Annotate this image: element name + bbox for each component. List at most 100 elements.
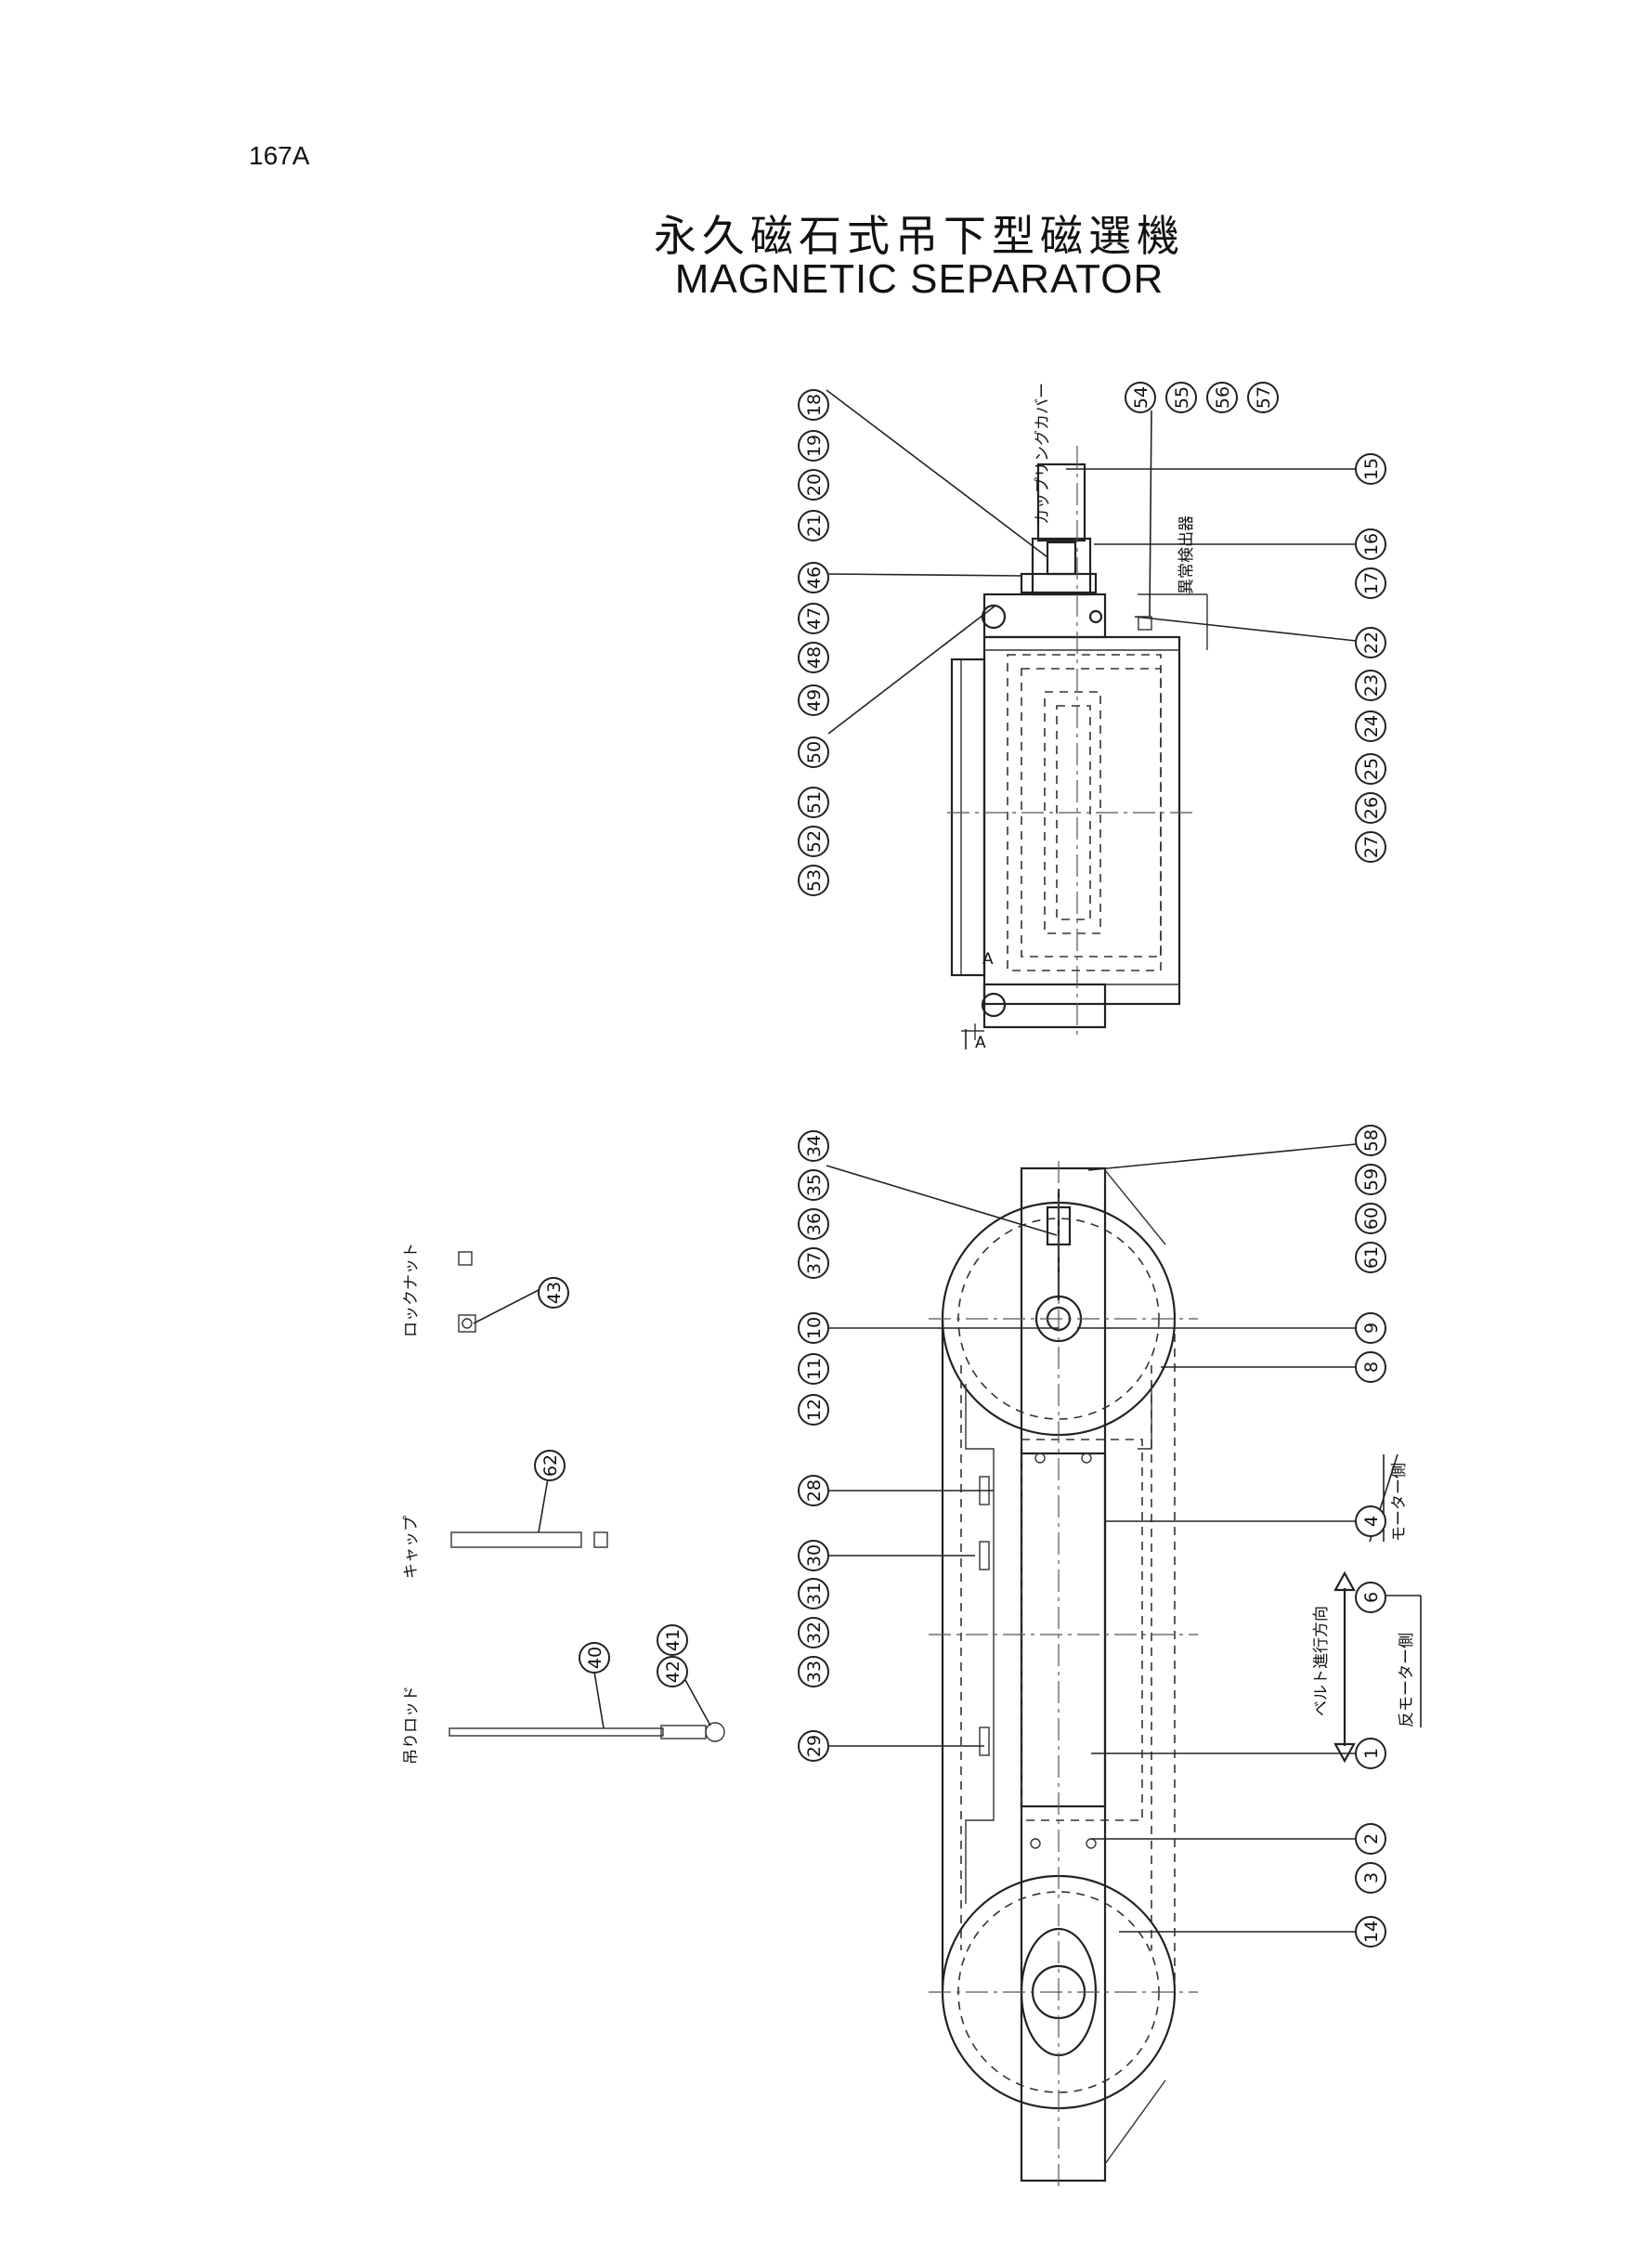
callout-36 bbox=[798, 1208, 829, 1240]
section-mark: A bbox=[982, 950, 994, 969]
svg-text:57: 57 bbox=[1254, 386, 1274, 409]
main-view-drawing: ベルト進行方向 モーター側 反モーター側 bbox=[826, 1143, 1422, 2192]
svg-text:41: 41 bbox=[663, 1629, 683, 1651]
callout-24 bbox=[1355, 710, 1386, 742]
svg-text:62: 62 bbox=[540, 1454, 561, 1477]
callout-14 bbox=[1355, 1916, 1386, 1948]
callout-40 bbox=[579, 1642, 610, 1674]
svg-text:52: 52 bbox=[804, 830, 825, 853]
bearing-hole-left bbox=[981, 604, 1007, 630]
main-beam bbox=[1020, 1166, 1107, 2182]
callout-29 bbox=[798, 1730, 829, 1762]
svg-text:30: 30 bbox=[804, 1544, 825, 1567]
callout-6 bbox=[1355, 1582, 1386, 1613]
magnet-box bbox=[1020, 1452, 1107, 1808]
section-mark-bottom: A bbox=[975, 1034, 986, 1052]
callout-51 bbox=[798, 787, 829, 818]
callout-2 bbox=[1355, 1823, 1386, 1855]
callout-55 bbox=[1165, 382, 1197, 413]
svg-text:42: 42 bbox=[663, 1661, 683, 1683]
callout-8 bbox=[1355, 1351, 1386, 1383]
svg-text:25: 25 bbox=[1361, 758, 1382, 780]
svg-text:16: 16 bbox=[1361, 533, 1382, 555]
svg-text:49: 49 bbox=[804, 689, 825, 711]
svg-text:18: 18 bbox=[804, 394, 825, 416]
cap-rod bbox=[450, 1531, 582, 1548]
callout-15 bbox=[1355, 453, 1386, 485]
callout-27 bbox=[1355, 831, 1386, 863]
svg-text:15: 15 bbox=[1361, 458, 1382, 480]
callout-25 bbox=[1355, 753, 1386, 785]
callout-21 bbox=[798, 510, 829, 541]
svg-text:17: 17 bbox=[1361, 572, 1382, 594]
svg-text:48: 48 bbox=[804, 646, 825, 669]
callout-20 bbox=[798, 469, 829, 501]
callout-54 bbox=[1125, 382, 1156, 413]
svg-text:58: 58 bbox=[1361, 1129, 1382, 1152]
callout-50 bbox=[798, 736, 829, 768]
svg-text:59: 59 bbox=[1361, 1168, 1382, 1191]
callout-49 bbox=[798, 684, 829, 716]
svg-text:56: 56 bbox=[1213, 386, 1233, 409]
label-rod: 吊りロッド bbox=[402, 1686, 421, 1765]
note-detector: 異常検出器 bbox=[1177, 515, 1196, 594]
svg-text:54: 54 bbox=[1131, 386, 1151, 409]
callout-32 bbox=[798, 1617, 829, 1648]
lock-nut-a bbox=[458, 1251, 473, 1266]
svg-text:21: 21 bbox=[804, 515, 825, 537]
callout-19 bbox=[798, 430, 829, 462]
callout-35 bbox=[798, 1169, 829, 1201]
svg-text:6: 6 bbox=[1361, 1592, 1382, 1603]
svg-text:33: 33 bbox=[804, 1661, 825, 1683]
callout-60 bbox=[1355, 1203, 1386, 1234]
coupling bbox=[1020, 572, 1098, 594]
callout-53 bbox=[798, 865, 829, 896]
callout-31 bbox=[798, 1578, 829, 1609]
motor-body bbox=[1036, 463, 1086, 542]
svg-text:3: 3 bbox=[1361, 1872, 1382, 1883]
svg-text:28: 28 bbox=[804, 1479, 825, 1502]
svg-text:8: 8 bbox=[1361, 1362, 1382, 1373]
svg-text:10: 10 bbox=[804, 1317, 825, 1339]
callout-23 bbox=[1355, 670, 1386, 701]
callout-18 bbox=[798, 389, 829, 421]
callout-58 bbox=[1355, 1125, 1386, 1156]
callout-22 bbox=[1355, 627, 1386, 658]
top-view-callouts-right: 27 26 25 24 23 22 17 16 15 bbox=[1355, 453, 1386, 863]
svg-text:2: 2 bbox=[1361, 1833, 1382, 1844]
svg-text:12: 12 bbox=[804, 1399, 825, 1421]
callout-10 bbox=[798, 1312, 829, 1344]
svg-text:29: 29 bbox=[804, 1735, 825, 1757]
svg-text:50: 50 bbox=[804, 741, 825, 763]
svg-text:46: 46 bbox=[804, 567, 825, 589]
callout-1 bbox=[1355, 1738, 1386, 1769]
callout-42 bbox=[657, 1656, 688, 1687]
side-plate bbox=[950, 658, 986, 977]
top-view-drawing: カップリングカバー 異常検出器 A A bbox=[826, 383, 1357, 1052]
callout-34 bbox=[798, 1130, 829, 1162]
top-view-callouts-top: 54 55 56 57 bbox=[1125, 382, 1279, 413]
note-belt-direction: ベルト進行方向 bbox=[1312, 1606, 1331, 1716]
svg-text:51: 51 bbox=[804, 791, 825, 814]
svg-text:24: 24 bbox=[1361, 715, 1382, 737]
svg-text:34: 34 bbox=[804, 1135, 825, 1157]
note-motor-side: モーター側 bbox=[1390, 1463, 1409, 1542]
loose-parts: ロックナット キャップ 吊りロッド bbox=[402, 1243, 725, 1765]
callout-59 bbox=[1355, 1164, 1386, 1195]
callout-3 bbox=[1355, 1862, 1386, 1894]
page-code: 167A bbox=[249, 141, 310, 170]
callout-47 bbox=[798, 603, 829, 634]
svg-text:36: 36 bbox=[804, 1213, 825, 1235]
bearing-block bbox=[982, 593, 1107, 639]
callout-11 bbox=[798, 1353, 829, 1385]
top-view-callouts-left: 53 52 51 50 49 48 47 46 21 20 19 18 bbox=[798, 389, 829, 896]
callout-28 bbox=[798, 1475, 829, 1506]
svg-text:22: 22 bbox=[1361, 632, 1382, 654]
callout-12 bbox=[798, 1394, 829, 1426]
parts-callouts: 43 62 40 41 42 bbox=[534, 1277, 688, 1687]
callout-43 bbox=[538, 1277, 569, 1309]
svg-text:35: 35 bbox=[804, 1174, 825, 1196]
main-view-callouts-left: 33 32 31 30 29 28 12 11 10 37 36 35 34 bbox=[798, 1130, 829, 1762]
svg-text:27: 27 bbox=[1361, 836, 1382, 858]
svg-text:31: 31 bbox=[804, 1583, 825, 1605]
